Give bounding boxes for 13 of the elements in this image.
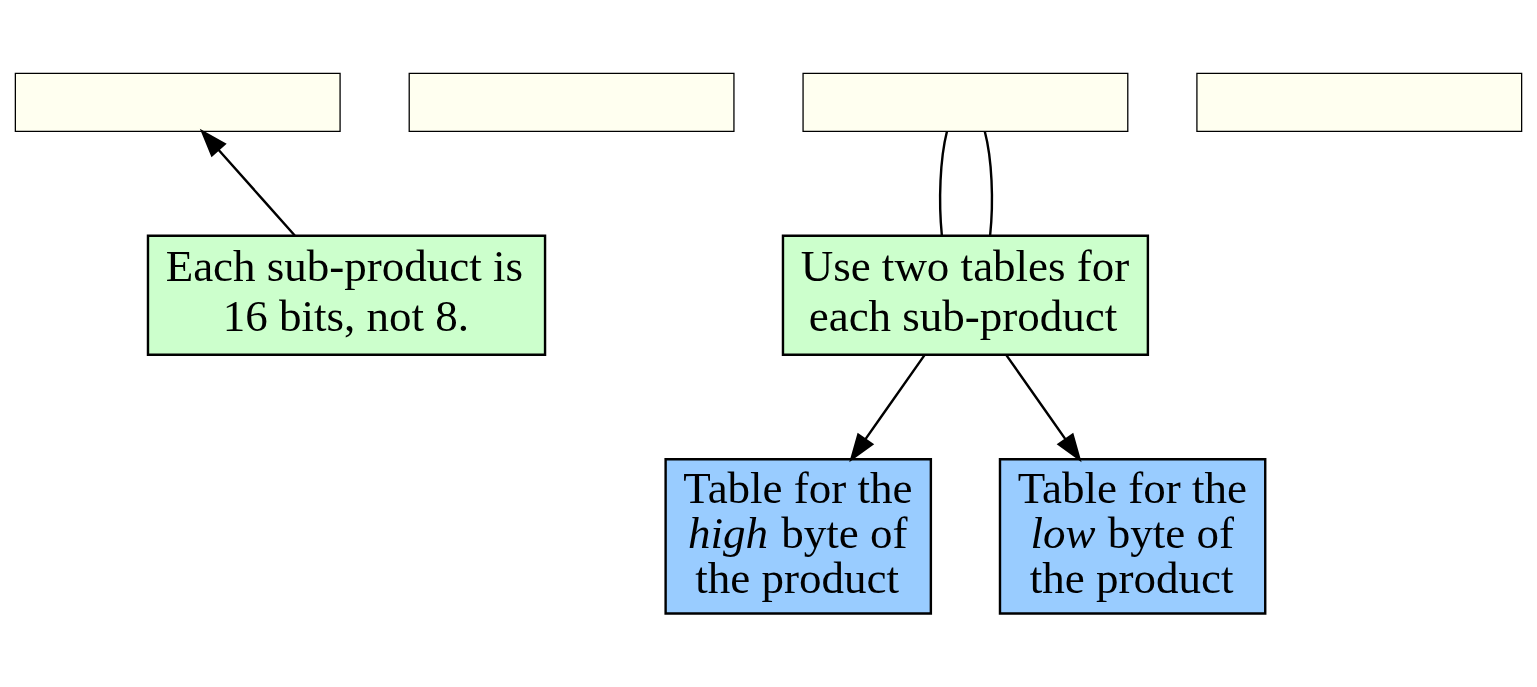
arrow [199, 128, 296, 237]
node-box: Each sub-product is 16 bits, not 8. [146, 234, 547, 356]
connector [938, 131, 949, 236]
node-box [1196, 72, 1523, 132]
node-box: Use two tables for each sub-product [781, 234, 1150, 356]
node-box [408, 72, 735, 132]
arrow [1005, 354, 1082, 463]
arrow [849, 354, 926, 463]
node-box [802, 72, 1129, 132]
node-box: Table for the low byte of the product [998, 458, 1267, 615]
node-box [14, 72, 341, 132]
node-box: Table for the high byte of the product [664, 458, 933, 615]
connector [983, 131, 994, 236]
